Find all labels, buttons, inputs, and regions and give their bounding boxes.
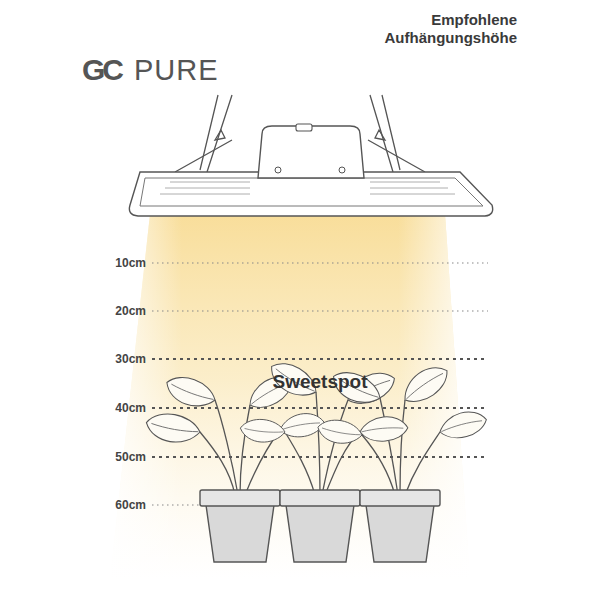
- height-mark: 60cm: [115, 498, 146, 512]
- logo-text: PURE: [134, 53, 219, 88]
- sweetspot-label: Sweetspot: [272, 371, 367, 394]
- height-mark: 20cm: [115, 304, 146, 318]
- logo-mark: GC: [82, 52, 121, 88]
- heading: Empfohlene Aufhängungshöhe: [367, 11, 517, 47]
- height-mark: 50cm: [115, 450, 146, 464]
- height-mark: 30cm: [115, 352, 146, 366]
- height-mark: 10cm: [115, 256, 146, 270]
- height-mark: 40cm: [115, 401, 146, 415]
